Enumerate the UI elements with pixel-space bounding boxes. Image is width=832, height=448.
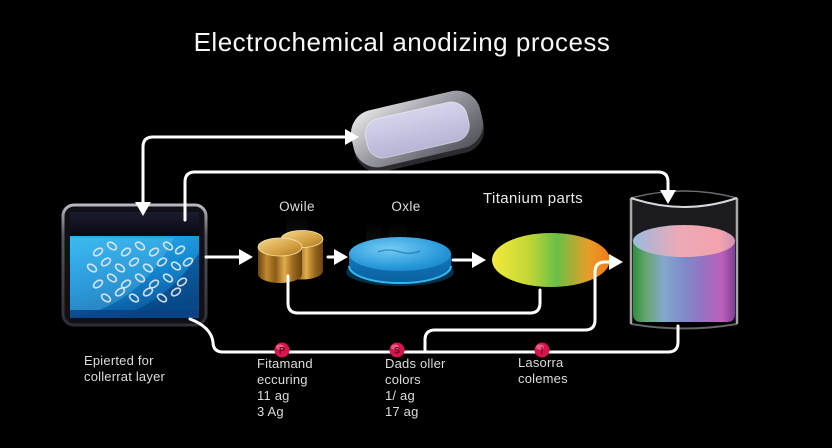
note-line: colors	[385, 372, 421, 387]
note-line: Fitamand	[257, 356, 313, 371]
anodizing-tray	[350, 90, 485, 173]
flow-line-tank-beaker-top	[183, 170, 670, 222]
note-line: 11 ag	[257, 388, 290, 403]
blue-disc	[346, 237, 454, 286]
disc-etching	[377, 249, 421, 255]
flow-line-bottom	[188, 317, 680, 354]
badge-1-glyph: P	[279, 346, 285, 356]
note-line: colemes	[518, 371, 568, 386]
arrow-into-tank-icon	[135, 202, 151, 216]
gold-cylinder	[257, 230, 324, 283]
titanium-parts-oval	[492, 233, 610, 287]
result-beaker	[629, 190, 739, 330]
liquid-shadow	[116, 253, 199, 318]
arrow-into-tray-icon	[345, 129, 359, 145]
note-step-1: Fitamand eccuring 11 ag 3 Ag	[257, 356, 313, 420]
label-owile: Owile	[279, 199, 315, 214]
electrolyte-tank	[61, 203, 208, 327]
note-collected-layer: Epierted for collerrat layer	[84, 353, 165, 385]
chain-molecules	[86, 241, 194, 303]
note-step-2: Dads oller colors 1/ ag 17 ag	[385, 356, 446, 420]
badge-2-glyph: S	[394, 346, 400, 356]
note-line: 17 ag	[385, 404, 419, 419]
flow-line-tank-tray	[141, 135, 347, 206]
note-line: collerrat layer	[84, 369, 166, 384]
flow-line-bottom-beaker-side	[423, 260, 611, 353]
arrow-into-disc-icon	[334, 249, 348, 265]
flow-connectors	[141, 135, 680, 354]
step-badges: P S i	[274, 342, 550, 358]
flow-arrowheads	[135, 129, 676, 270]
liquid-highlight	[70, 238, 174, 318]
beaker-liquid-surface	[633, 225, 735, 257]
beaker-liquid	[633, 241, 735, 322]
arrow-into-beaker-side-icon	[609, 254, 623, 270]
note-line: Dads oller	[385, 356, 446, 371]
tray-surface	[364, 101, 470, 159]
arrow-into-cylinder-icon	[239, 249, 253, 265]
arrow-into-beaker-top-icon	[660, 190, 676, 204]
liquid-bottom-band	[70, 310, 199, 318]
label-titanium-parts: Titanium parts	[483, 190, 584, 207]
label-oxle: Oxle	[391, 199, 421, 214]
arrow-into-oval-icon	[472, 252, 486, 268]
note-line: 3 Ag	[257, 404, 284, 419]
note-line: Lasorra	[518, 355, 564, 370]
diagram-title: Electrochemical anodizing process	[193, 27, 611, 57]
note-line: Epierted for	[84, 353, 154, 368]
tank-headspace	[70, 212, 199, 238]
note-line: eccuring	[257, 372, 308, 387]
badge-3-glyph: i	[541, 346, 544, 356]
note-step-3: Lasorra colemes	[518, 355, 568, 387]
flow-line-cylinder-oval	[286, 274, 542, 315]
note-line: 1/ ag	[385, 388, 415, 403]
